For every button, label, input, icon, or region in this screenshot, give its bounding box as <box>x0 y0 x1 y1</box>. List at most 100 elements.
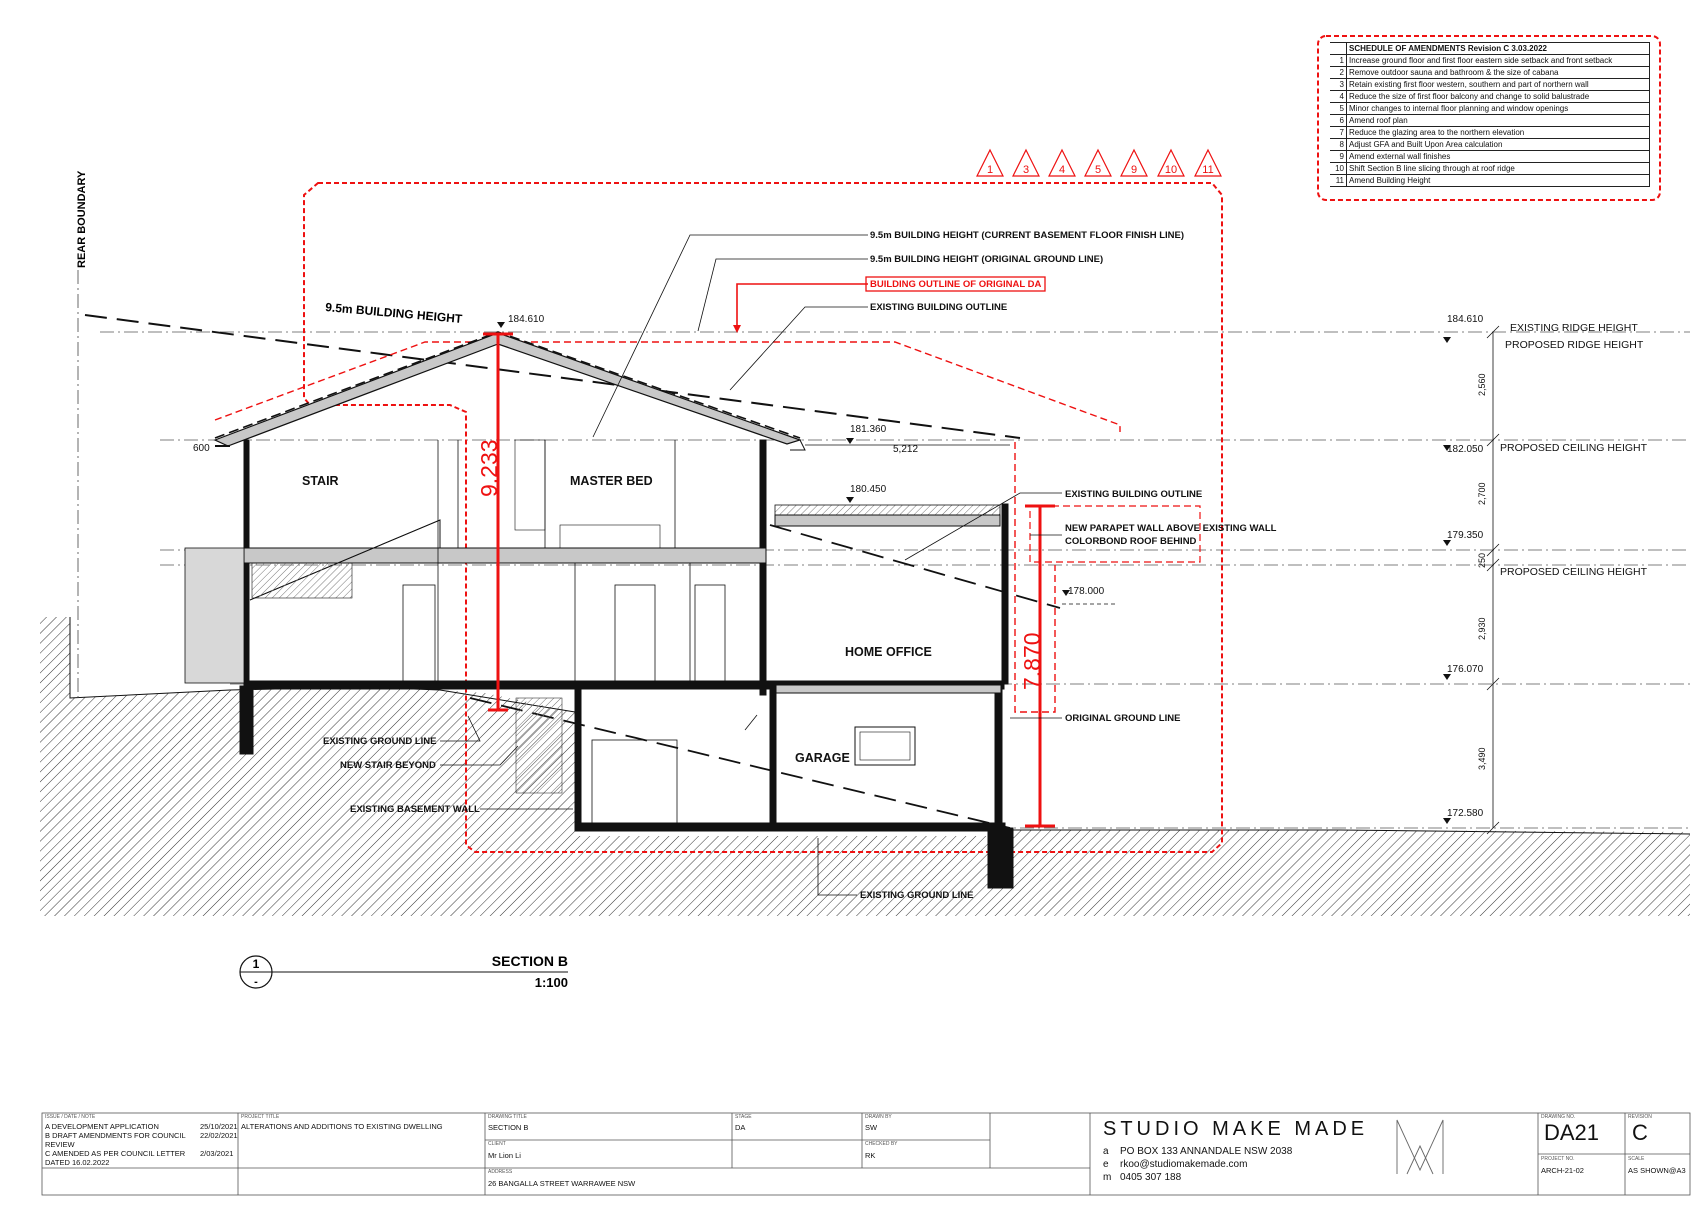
tb-client: Mr Lion Li <box>488 1151 521 1160</box>
proposed-ridge-label: PROPOSED RIDGE HEIGHT <box>1505 339 1644 351</box>
tb-drawing: SECTION B <box>488 1123 529 1132</box>
height-9233: 9.233 <box>476 439 502 497</box>
section-title: SECTION B <box>492 953 568 969</box>
revision-tri-4: 4 <box>1059 164 1065 176</box>
label-existing-outline-1: EXISTING BUILDING OUTLINE <box>870 302 1007 313</box>
revision-tri-1: 1 <box>987 164 993 176</box>
label-outline-original-da: BUILDING OUTLINE OF ORIGINAL DA <box>870 279 1041 290</box>
rear-boundary-label: REAR BOUNDARY <box>76 170 88 268</box>
dim-2700: 2,700 <box>1477 482 1487 505</box>
tb-issue-b2: REVIEW <box>45 1140 75 1149</box>
label-existing-ground-1: EXISTING GROUND LINE <box>323 736 436 747</box>
title-block-frame <box>41 1112 1691 1196</box>
ceiling-label: PROPOSED CEILING HEIGHT <box>1500 442 1648 454</box>
studio-name: STUDIO MAKE MADE <box>1103 1118 1369 1140</box>
existing-ridge-label: EXISTING RIDGE HEIGHT <box>1510 322 1638 334</box>
revision-tri-10: 10 <box>1165 164 1177 176</box>
label-existing-ground-2: EXISTING GROUND LINE <box>860 890 973 901</box>
label-existing-outline-2: EXISTING BUILDING OUTLINE <box>1065 489 1202 500</box>
revision-tri-5: 5 <box>1095 164 1101 176</box>
tb-address: 26 BANGALLA STREET WARRAWEE NSW <box>488 1179 636 1188</box>
room-garage: GARAGE <box>795 751 850 765</box>
tb-stage: DA <box>735 1123 746 1132</box>
tb-stage-header: STAGE <box>735 1114 752 1120</box>
label-height-original: 9.5m BUILDING HEIGHT (ORIGINAL GROUND LI… <box>870 254 1103 265</box>
tb-issue-c2: DATED 16.02.2022 <box>45 1158 110 1167</box>
label-original-ground: ORIGINAL GROUND LINE <box>1065 713 1180 724</box>
rl-178: 178.000 <box>1068 586 1105 597</box>
tb-client-header: CLIENT <box>488 1141 506 1147</box>
room-stair: STAIR <box>302 474 339 488</box>
tb-drawing-no-header: DRAWING NO. <box>1541 1114 1576 1120</box>
section-number: 1 <box>253 957 260 971</box>
tb-scale-header: SCALE <box>1628 1156 1645 1162</box>
contact-phone: 0405 307 188 <box>1120 1172 1182 1183</box>
tb-issue-b: B DRAFT AMENDMENTS FOR COUNCIL <box>45 1131 186 1140</box>
rl-180: 180.450 <box>850 484 887 495</box>
tb-drawn-header: DRAWN BY <box>865 1114 892 1120</box>
ground-height-line <box>469 697 1011 829</box>
schedule-cloud <box>1317 35 1661 201</box>
tb-revision-header: REVISION <box>1628 1114 1652 1120</box>
tb-drawing-no: DA21 <box>1544 1120 1600 1145</box>
dim-5212: 5,212 <box>893 444 918 455</box>
rl-ceiling: 182.050 <box>1447 444 1484 455</box>
contact-e-prefix: e <box>1103 1159 1109 1170</box>
contact-m-prefix: m <box>1103 1172 1112 1183</box>
tb-issue-a: A DEVELOPMENT APPLICATION <box>45 1122 159 1131</box>
label-basement-wall: EXISTING BASEMENT WALL <box>350 804 480 815</box>
dim-2560: 2,560 <box>1477 373 1487 396</box>
revision-tri-11: 11 <box>1202 164 1213 176</box>
original-da-outline <box>214 341 1121 432</box>
rl-179: 179.350 <box>1447 530 1484 541</box>
schedule-title: SCHEDULE OF AMENDMENTS Revision C 3.03.2… <box>1346 42 1650 55</box>
height-dimensions: 9.233 7.870 <box>476 332 1055 828</box>
tb-checked: RK <box>865 1151 876 1160</box>
tb-issue-a-date: 25/10/2021 <box>200 1122 238 1131</box>
tb-project-no-header: PROJECT NO. <box>1541 1156 1575 1162</box>
leader-lines <box>440 234 1062 896</box>
dim-2930: 2,930 <box>1477 617 1487 640</box>
tb-issue-b-date: 22/02/2021 <box>200 1131 238 1140</box>
contact-a-prefix: a <box>1103 1146 1109 1157</box>
dim-3490: 3,490 <box>1477 747 1487 770</box>
tb-project: ALTERATIONS AND ADDITIONS TO EXISTING DW… <box>241 1122 443 1131</box>
rl-ridge: 184.610 <box>1447 314 1484 325</box>
tb-drawing-header: DRAWING TITLE <box>488 1114 527 1120</box>
roof <box>213 332 806 451</box>
label-parapet-2: COLORBOND ROOF BEHIND <box>1065 536 1197 547</box>
rl-176: 176.070 <box>1447 664 1484 675</box>
revision-triangles: 1 3 4 5 9 10 11 <box>976 148 1222 177</box>
tb-project-no: ARCH-21-02 <box>1541 1166 1584 1175</box>
schedule-of-amendments: SCHEDULE OF AMENDMENTS Revision C 3.03.2… <box>1330 42 1650 187</box>
tb-address-header: ADDRESS <box>488 1169 513 1175</box>
section-scale: 1:100 <box>535 975 568 990</box>
label-height-current: 9.5m BUILDING HEIGHT (CURRENT BASEMENT F… <box>870 230 1184 241</box>
rl-172: 172.580 <box>1447 808 1484 819</box>
eave-600: 600 <box>193 443 210 454</box>
revision-tri-3: 3 <box>1023 164 1029 176</box>
tb-issue-c: C AMENDED AS PER COUNCIL LETTER <box>45 1149 186 1158</box>
ceiling-label-2: PROPOSED CEILING HEIGHT <box>1500 566 1648 578</box>
building-height-line <box>84 314 1021 439</box>
studio-logo <box>1396 1119 1444 1175</box>
contact-address: PO BOX 133 ANNANDALE NSW 2038 <box>1120 1146 1293 1157</box>
ground-hatch <box>40 617 1691 916</box>
tb-scale: AS SHOWN@A3 <box>1628 1166 1686 1175</box>
contact-email: rkoo@studiomakemade.com <box>1120 1159 1248 1170</box>
tb-drawn: SW <box>865 1123 878 1132</box>
tb-checked-header: CHECKED BY <box>865 1141 898 1147</box>
section-sheet: - <box>254 976 258 988</box>
level-dimension-chain <box>1486 325 1500 835</box>
